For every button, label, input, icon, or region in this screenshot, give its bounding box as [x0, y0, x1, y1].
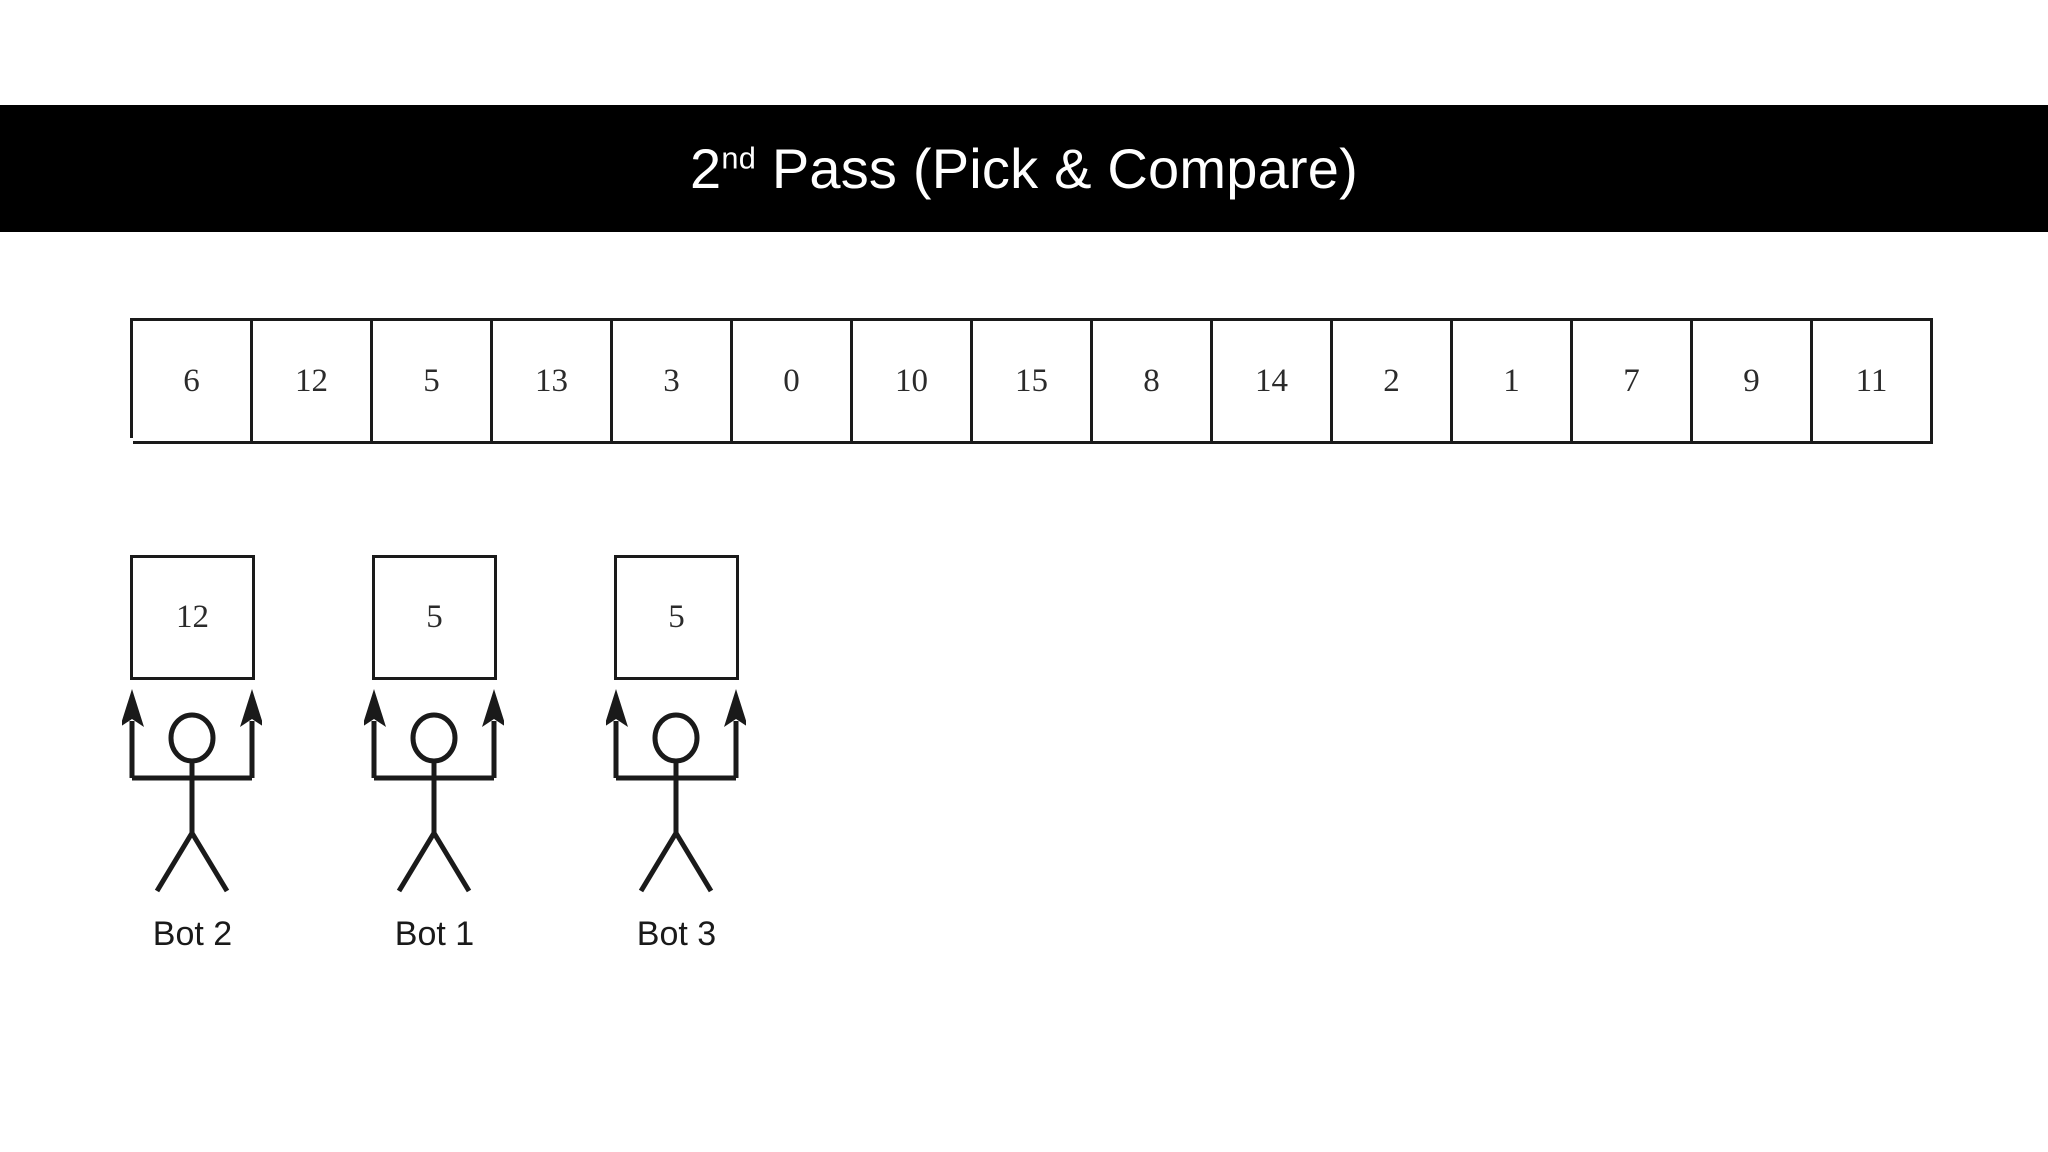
right-arrow-head: [724, 689, 748, 727]
array-cell[interactable]: 13: [493, 318, 613, 444]
array-cell[interactable]: 12: [253, 318, 373, 444]
bot-label: Bot 1: [394, 915, 475, 953]
array-cell[interactable]: 3: [613, 318, 733, 444]
stick-figure-icon: [362, 683, 506, 913]
title-number: 2: [690, 136, 722, 200]
array-cell[interactable]: 7: [1573, 318, 1693, 444]
array-cell[interactable]: 2: [1333, 318, 1453, 444]
array-cell[interactable]: 8: [1093, 318, 1213, 444]
head: [168, 712, 216, 764]
array-cell[interactable]: 6: [133, 318, 253, 444]
left-leg: [396, 831, 437, 893]
array-cell[interactable]: 9: [1693, 318, 1813, 444]
left-leg: [154, 831, 195, 893]
array-cell[interactable]: 11: [1813, 318, 1933, 444]
title-banner: 2nd Pass (Pick & Compare): [0, 105, 2048, 232]
head: [410, 712, 458, 764]
array-cell[interactable]: 10: [853, 318, 973, 444]
page-title: 2nd Pass (Pick & Compare): [690, 139, 1358, 197]
bot-label: Bot 3: [636, 915, 717, 953]
left-arrow-head: [604, 689, 628, 727]
right-leg: [189, 831, 230, 893]
left-leg: [638, 831, 679, 893]
right-leg: [431, 831, 472, 893]
bot-held-value-box[interactable]: 12: [130, 555, 255, 680]
stick-figure-icon: [120, 683, 264, 913]
bot-held-value-box[interactable]: 5: [614, 555, 739, 680]
array-cell[interactable]: 0: [733, 318, 853, 444]
right-arrow-head: [240, 689, 264, 727]
array-cell[interactable]: 14: [1213, 318, 1333, 444]
bot-label: Bot 2: [152, 915, 233, 953]
title-ordinal-suffix: nd: [721, 139, 757, 175]
bot-held-value-box[interactable]: 5: [372, 555, 497, 680]
right-leg: [673, 831, 714, 893]
left-arrow-head: [362, 689, 386, 727]
array-cell[interactable]: 15: [973, 318, 1093, 444]
left-arrow-head: [120, 689, 144, 727]
array-cell[interactable]: 1: [1453, 318, 1573, 444]
stick-figure-icon: [604, 683, 748, 913]
right-arrow-head: [482, 689, 506, 727]
array-cell[interactable]: 5: [373, 318, 493, 444]
head: [652, 712, 700, 764]
title-rest: Pass (Pick & Compare): [756, 136, 1358, 200]
